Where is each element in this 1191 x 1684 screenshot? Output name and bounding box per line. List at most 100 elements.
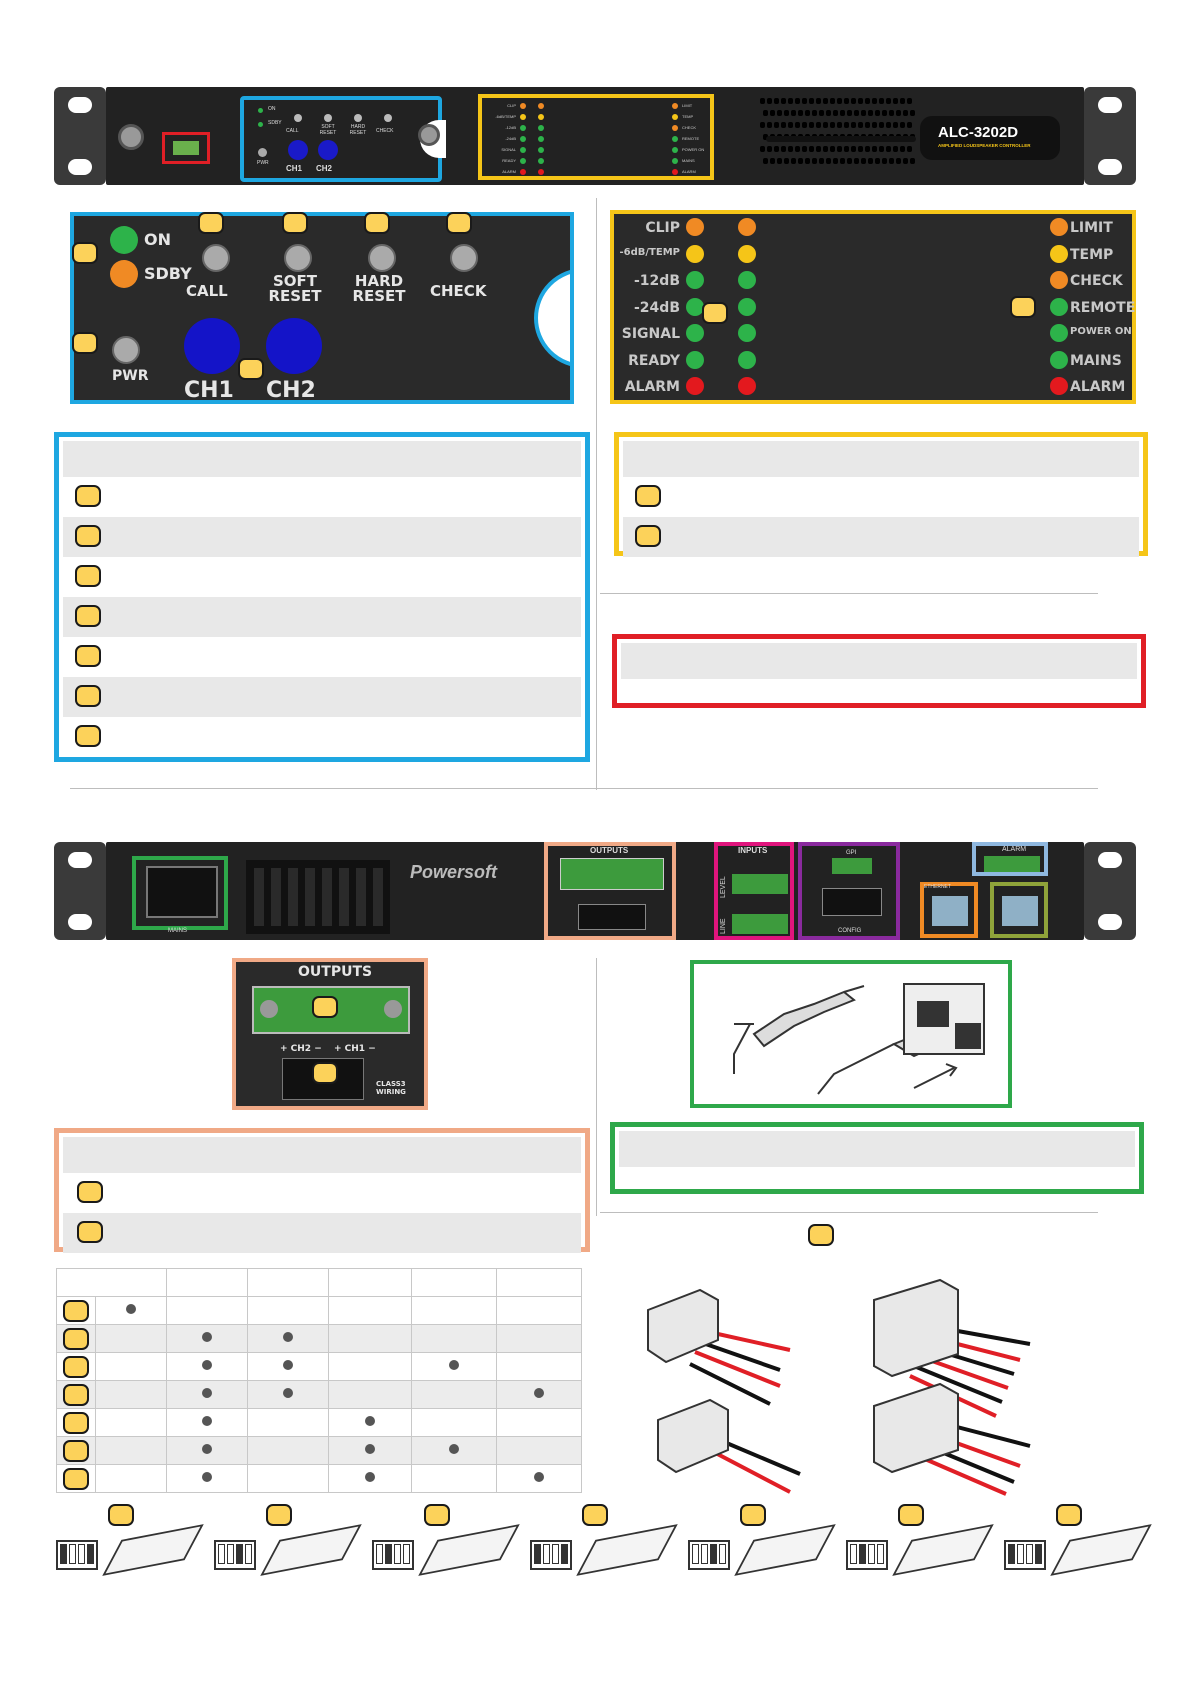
outputs-highlight[interactable]: OUTPUTS bbox=[544, 842, 676, 940]
vent-hole bbox=[767, 122, 772, 128]
vent-hole bbox=[879, 122, 884, 128]
callout-marker bbox=[702, 302, 728, 324]
callout-marker bbox=[72, 332, 98, 354]
call-button[interactable] bbox=[202, 244, 230, 272]
fan-vent bbox=[246, 860, 390, 934]
led-label: -24dB bbox=[634, 299, 680, 316]
led-label: REMOTE bbox=[1070, 299, 1136, 316]
table-row bbox=[56, 1296, 582, 1325]
dip-switch-cell bbox=[877, 1544, 884, 1564]
led-small bbox=[520, 136, 526, 142]
callout-marker bbox=[364, 212, 390, 234]
usb-port-highlight[interactable] bbox=[162, 132, 210, 164]
vent-hole bbox=[893, 122, 898, 128]
callout-marker bbox=[63, 1355, 89, 1378]
callout-marker bbox=[582, 1504, 608, 1526]
led-indicator bbox=[738, 350, 756, 369]
config-label-small: CONFIG bbox=[838, 928, 862, 934]
led-small bbox=[520, 158, 526, 164]
dip-switch-cell bbox=[403, 1544, 410, 1564]
alarm-connector-highlight[interactable]: ALARM bbox=[972, 842, 1048, 876]
vent-hole bbox=[844, 146, 849, 152]
led-indicator bbox=[1050, 324, 1068, 342]
vent-hole bbox=[763, 158, 768, 164]
vent-hole bbox=[882, 110, 887, 116]
selection-dot bbox=[202, 1472, 212, 1482]
soft-reset-label-small: SOFT RESET bbox=[319, 124, 337, 136]
vent-hole bbox=[830, 122, 835, 128]
ch1-button[interactable] bbox=[184, 318, 240, 374]
vent-hole bbox=[760, 122, 765, 128]
legend-row bbox=[63, 717, 581, 757]
callout-marker bbox=[266, 1504, 292, 1526]
led-small bbox=[672, 158, 678, 164]
led-indicator bbox=[686, 218, 704, 236]
vent-hole bbox=[777, 110, 782, 116]
led-label: -6dB/TEMP bbox=[619, 246, 680, 258]
led-label-small: CLIP bbox=[507, 103, 516, 108]
vent-hole bbox=[809, 98, 814, 104]
inputs-highlight[interactable]: INPUTS LEVEL LINE bbox=[714, 842, 794, 940]
dip-switch-cell bbox=[710, 1544, 717, 1564]
vent-hole bbox=[774, 146, 779, 152]
vent-hole bbox=[802, 98, 807, 104]
vent-hole bbox=[882, 158, 887, 164]
vent-hole bbox=[763, 134, 768, 140]
pwr-button[interactable] bbox=[112, 336, 140, 364]
vent-hole bbox=[784, 110, 789, 116]
soft-reset-label: SOFT RESET bbox=[268, 272, 322, 305]
config-highlight[interactable]: GPI CONFIG bbox=[798, 842, 900, 940]
pwr-label: PWR bbox=[112, 368, 149, 384]
dip-switch-bank bbox=[846, 1540, 888, 1570]
vent-hole bbox=[798, 158, 803, 164]
led-label: ALARM bbox=[624, 379, 680, 395]
led-indicator bbox=[686, 244, 704, 263]
rack-ear-right bbox=[1084, 842, 1136, 940]
hard-reset-button[interactable] bbox=[368, 244, 396, 272]
led-label-small: TEMP bbox=[682, 114, 694, 119]
led-small bbox=[520, 114, 526, 120]
dip-switch-cell bbox=[385, 1544, 392, 1564]
ch2-label: CH2 bbox=[266, 378, 316, 403]
selection-dot bbox=[283, 1332, 293, 1342]
callout-marker bbox=[108, 1504, 134, 1526]
mains-connector-highlight[interactable] bbox=[132, 856, 228, 930]
vent-hole bbox=[865, 146, 870, 152]
vent-hole bbox=[861, 110, 866, 116]
check-button[interactable] bbox=[450, 244, 478, 272]
dip-switch-cell bbox=[552, 1544, 559, 1564]
vent-hole bbox=[872, 146, 877, 152]
vent-hole bbox=[886, 122, 891, 128]
soft-reset-button[interactable] bbox=[284, 244, 312, 272]
ch1-output-label: + CH1 − bbox=[334, 1044, 376, 1054]
vent-hole bbox=[851, 146, 856, 152]
led-indicator bbox=[738, 271, 756, 289]
vent-hole bbox=[833, 110, 838, 116]
wiring-illustrations bbox=[640, 1270, 1170, 1500]
vent-hole bbox=[840, 158, 845, 164]
screw-icon bbox=[418, 124, 440, 146]
led-indicator bbox=[1050, 244, 1068, 263]
vent-hole bbox=[854, 110, 859, 116]
table-row bbox=[56, 1324, 582, 1353]
ch2-button[interactable] bbox=[266, 318, 322, 374]
vent-hole bbox=[875, 158, 880, 164]
dip-switch-cell bbox=[1017, 1544, 1024, 1564]
led-label-small: -6dB/TEMP bbox=[495, 114, 516, 119]
led-label-small: CHECK bbox=[682, 125, 697, 130]
vent-hole bbox=[767, 146, 772, 152]
vent-hole bbox=[826, 110, 831, 116]
ethernet-port-highlight[interactable] bbox=[920, 882, 978, 938]
ethernet-port-2-highlight[interactable] bbox=[990, 882, 1048, 938]
vent-slat bbox=[322, 868, 332, 926]
dip-setting bbox=[212, 1504, 362, 1594]
mains-zoom bbox=[690, 960, 1012, 1108]
rack-ear-right bbox=[1084, 87, 1136, 185]
front-controls-highlight: ON SDBY PWR CALL SOFT RESET HARD RESET C… bbox=[240, 96, 446, 182]
vent-hole bbox=[865, 122, 870, 128]
divider bbox=[596, 198, 597, 790]
dip-setting bbox=[1002, 1504, 1152, 1594]
led-small bbox=[520, 169, 526, 175]
hard-reset-label-small: HARD RESET bbox=[349, 124, 367, 136]
